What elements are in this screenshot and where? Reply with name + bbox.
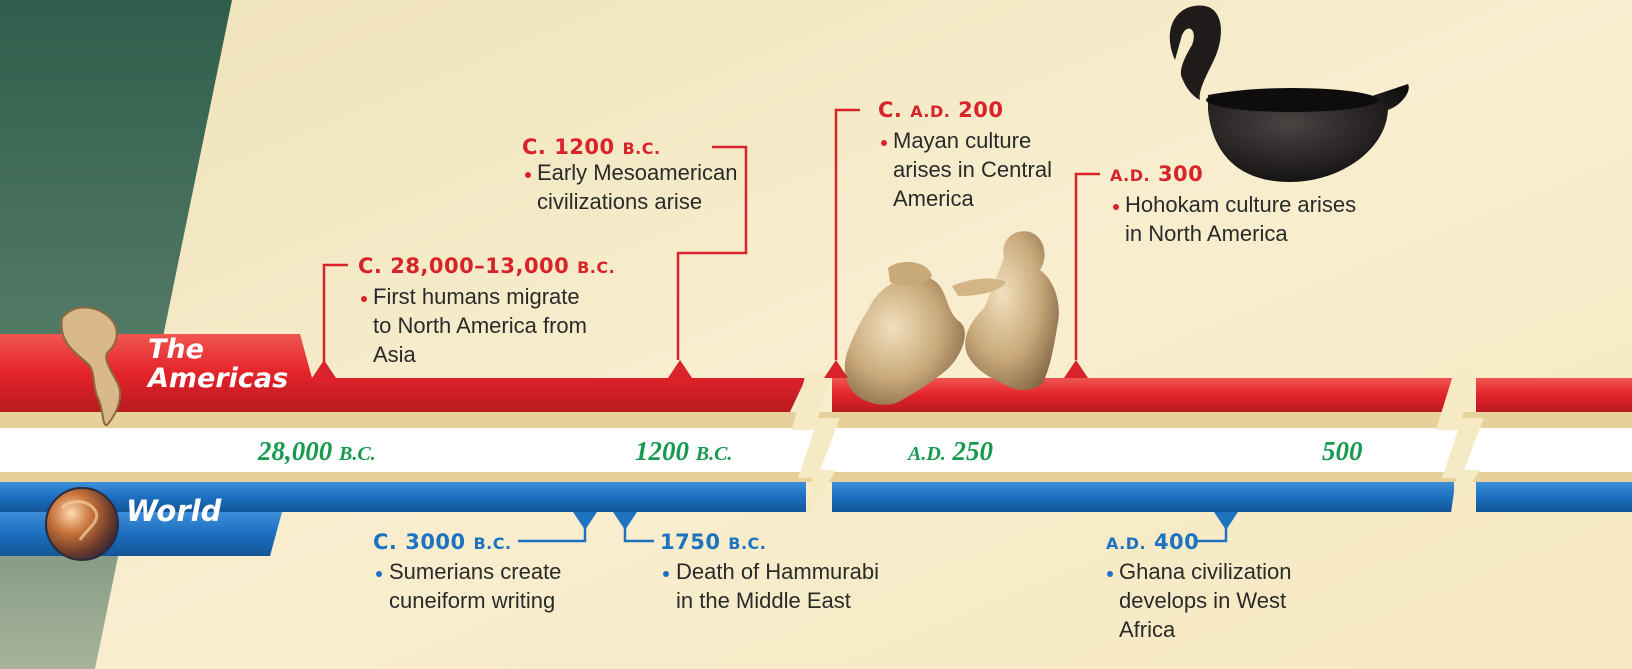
event-description: Ghana civilization develops in West Afri… — [1119, 557, 1291, 644]
event-date: A.D. 400 — [1106, 530, 1199, 554]
bullet — [376, 571, 382, 577]
event-date: C. 28,000–13,000 B.C. — [358, 254, 615, 278]
bullet — [1107, 571, 1113, 577]
bullet — [525, 172, 531, 178]
globe-icon — [46, 488, 118, 560]
bullet — [1113, 204, 1119, 210]
bullet — [881, 140, 887, 146]
event-date: A.D. 300 — [1110, 162, 1203, 186]
event-date: 1750 B.C. — [660, 530, 766, 554]
event-description: First humans migrate to North America fr… — [373, 282, 587, 369]
axis-label: 1200 B.C. — [635, 436, 732, 467]
event-date: C. A.D. 200 — [878, 98, 1003, 122]
event-description: Death of Hammurabi in the Middle East — [676, 557, 879, 615]
world-band-label: World — [126, 494, 221, 528]
americas-label-line-2: Americas — [148, 365, 288, 392]
americas-band-label: The Americas — [148, 336, 288, 392]
event-description: Sumerians create cuneiform writing — [389, 557, 561, 615]
event-date: C. 1200 B.C. — [522, 135, 661, 159]
bullet — [361, 296, 367, 302]
bullet — [663, 571, 669, 577]
americas-label-line-1: The — [148, 336, 288, 363]
event-description: Early Mesoamerican civilizations arise — [537, 158, 738, 216]
event-description: Mayan culture arises in Central America — [893, 126, 1052, 213]
event-description: Hohokam culture arises in North America — [1125, 190, 1356, 248]
axis-label: 500 — [1322, 436, 1363, 467]
event-date: C. 3000 B.C. — [373, 530, 512, 554]
axis-label: 28,000 B.C. — [258, 436, 376, 467]
axis-label: A.D. 250 — [908, 436, 993, 467]
